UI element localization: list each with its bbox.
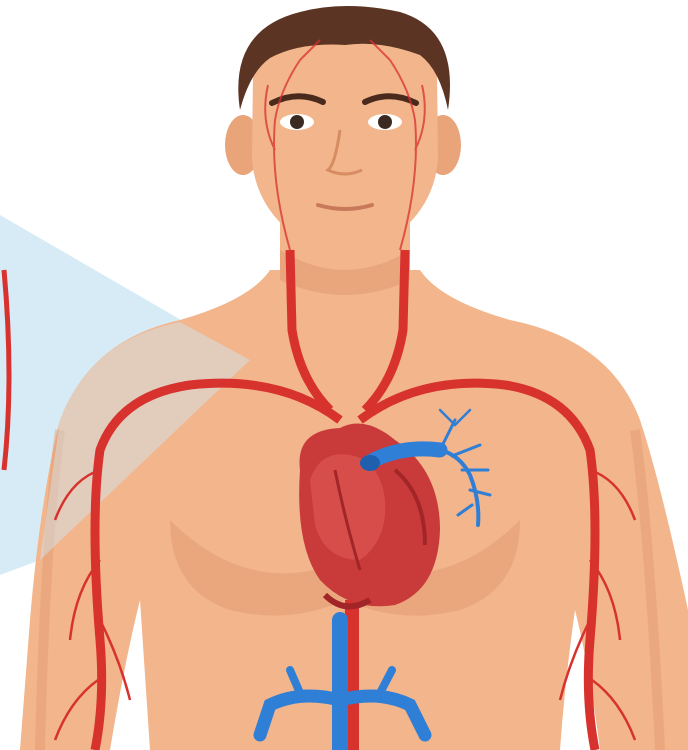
pulmonary-vein-opening	[360, 455, 380, 471]
left-pupil	[290, 115, 304, 129]
right-pupil	[378, 115, 392, 129]
